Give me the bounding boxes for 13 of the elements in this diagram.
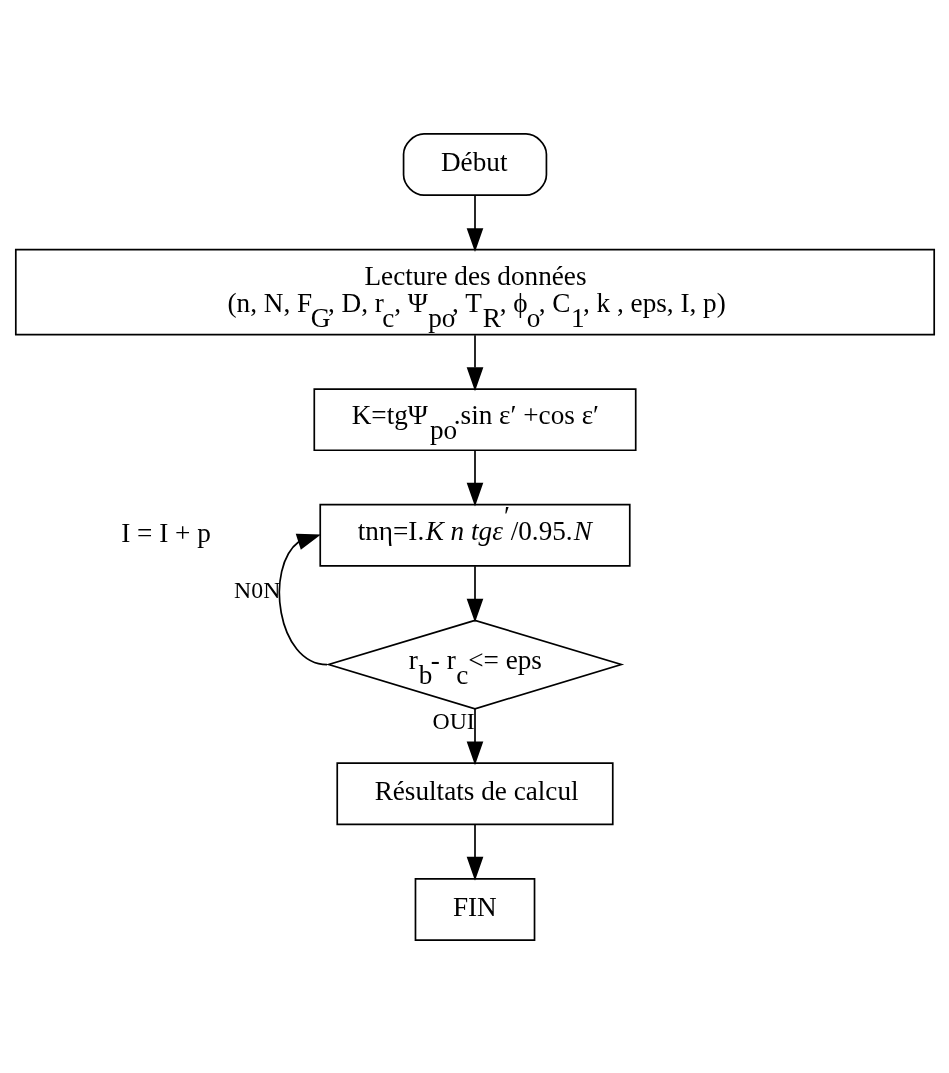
- arrow: [466, 449, 483, 506]
- edge-label: OUI: [431, 707, 475, 734]
- arrow: [466, 707, 483, 765]
- arrow: [466, 194, 483, 252]
- arrow: [466, 823, 483, 881]
- arrow: [466, 333, 483, 391]
- edge-label: N0N: [233, 576, 280, 603]
- node-box: FIN: [414, 877, 535, 941]
- arrow: [466, 564, 483, 623]
- arrow: [278, 533, 328, 665]
- node-box: Résultats de calcul: [335, 761, 614, 825]
- label: I = I + p: [120, 517, 211, 548]
- node-box: Début: [402, 132, 547, 196]
